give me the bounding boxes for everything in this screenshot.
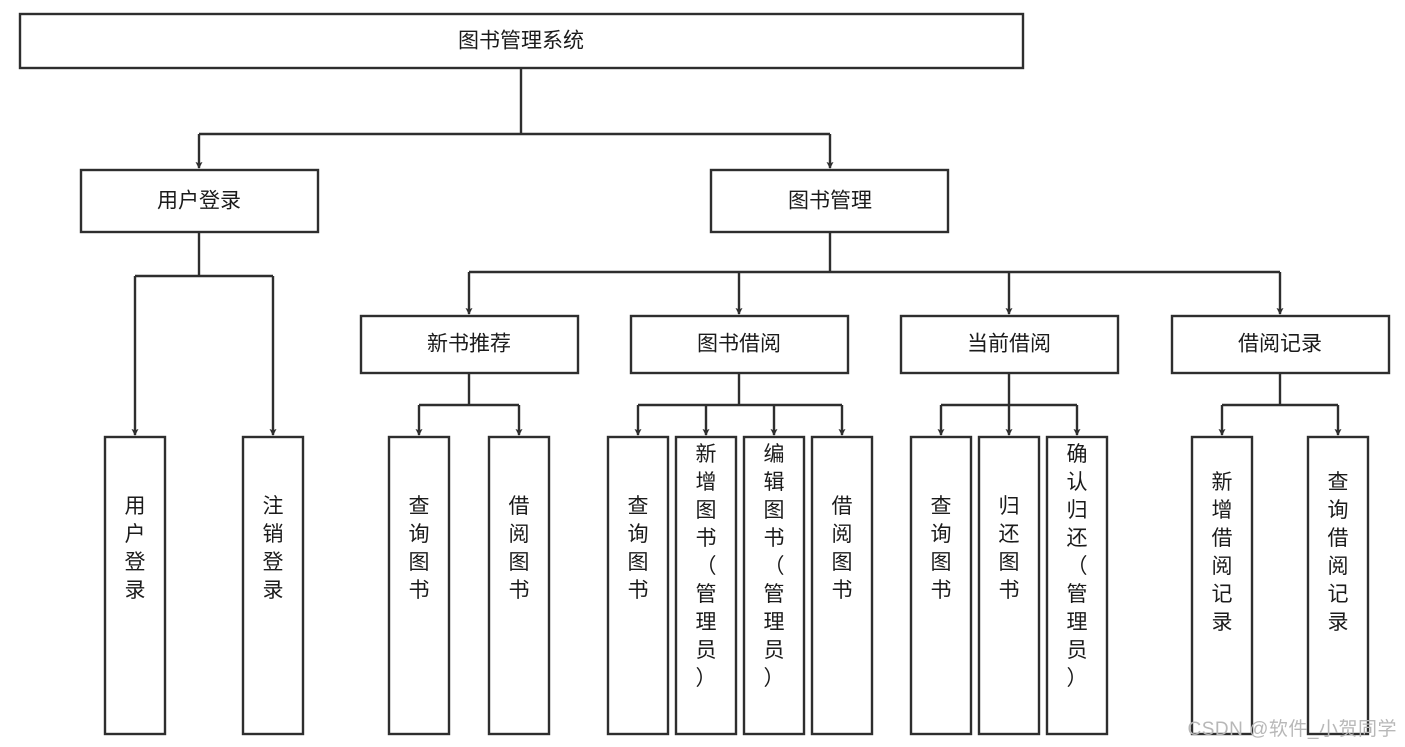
node-leaf-add-record-box[interactable] — [1190, 435, 1254, 736]
node-leaf-user-login-label: 用户登录 — [125, 495, 146, 602]
node-leaf-add-record-label: 新增借阅记录 — [1212, 471, 1233, 634]
node-leaf-query-book-2-label: 查询图书 — [628, 495, 649, 602]
node-leaf-borrow-book-1-box[interactable] — [487, 435, 551, 736]
node-leaf-return-book[interactable]: 归还图书 — [977, 435, 1041, 736]
node-new-book-rec-label: 新书推荐 — [427, 333, 511, 356]
node-leaf-add-book[interactable]: 新增图书（管理员） — [674, 435, 738, 736]
node-leaf-query-record[interactable]: 查询借阅记录 — [1306, 435, 1370, 736]
node-current-borrow[interactable]: 当前借阅 — [899, 314, 1120, 375]
node-current-borrow-label: 当前借阅 — [967, 333, 1051, 356]
node-leaf-query-book-3[interactable]: 查询图书 — [909, 435, 973, 736]
node-leaf-query-record-label: 查询借阅记录 — [1328, 471, 1349, 634]
node-leaf-query-book-1-box[interactable] — [387, 435, 451, 736]
node-leaf-query-record-box[interactable] — [1306, 435, 1370, 736]
node-user-login[interactable]: 用户登录 — [79, 168, 320, 234]
node-leaf-borrow-book-2-box[interactable] — [810, 435, 874, 736]
connectors-layer — [131, 68, 1342, 436]
node-leaf-add-record[interactable]: 新增借阅记录 — [1190, 435, 1254, 736]
node-leaf-borrow-book-2[interactable]: 借阅图书 — [810, 435, 874, 736]
node-book-manage-box[interactable] — [709, 168, 950, 234]
node-root-label: 图书管理系统 — [458, 30, 584, 53]
node-leaf-query-book-2[interactable]: 查询图书 — [606, 435, 670, 736]
node-leaf-edit-book[interactable]: 编辑图书（管理员） — [742, 435, 806, 736]
node-leaf-logout[interactable]: 注销登录 — [241, 435, 305, 736]
node-leaf-confirm-return-label: 确认归还（管理员） — [1067, 443, 1088, 690]
node-book-borrow[interactable]: 图书借阅 — [629, 314, 850, 375]
node-book-borrow-label: 图书借阅 — [697, 333, 781, 356]
node-leaf-user-login-box[interactable] — [103, 435, 167, 736]
node-leaf-logout-box[interactable] — [241, 435, 305, 736]
node-book-borrow-box[interactable] — [629, 314, 850, 375]
node-leaf-borrow-book-1[interactable]: 借阅图书 — [487, 435, 551, 736]
node-leaf-edit-book-label: 编辑图书（管理员） — [764, 443, 785, 690]
node-leaf-edit-book-box[interactable] — [742, 435, 806, 736]
node-leaf-return-book-label: 归还图书 — [999, 495, 1020, 602]
node-leaf-logout-label: 注销登录 — [263, 495, 284, 602]
node-leaf-query-book-1-label: 查询图书 — [409, 495, 430, 602]
node-root-box[interactable] — [18, 12, 1025, 70]
node-leaf-query-book-1[interactable]: 查询图书 — [387, 435, 451, 736]
node-root[interactable]: 图书管理系统 — [18, 12, 1025, 70]
node-borrow-record[interactable]: 借阅记录 — [1170, 314, 1391, 375]
node-leaf-user-login[interactable]: 用户登录 — [103, 435, 167, 736]
watermark: CSDN @软件_小贺同学 — [1187, 719, 1397, 740]
node-user-login-box[interactable] — [79, 168, 320, 234]
node-current-borrow-box[interactable] — [899, 314, 1120, 375]
node-leaf-query-book-3-box[interactable] — [909, 435, 973, 736]
node-new-book-rec-box[interactable] — [359, 314, 580, 375]
node-user-login-label: 用户登录 — [157, 190, 241, 213]
node-book-manage-label: 图书管理 — [788, 190, 872, 213]
node-leaf-query-book-2-box[interactable] — [606, 435, 670, 736]
node-leaf-confirm-return-box[interactable] — [1045, 435, 1109, 736]
node-borrow-record-box[interactable] — [1170, 314, 1391, 375]
node-leaf-add-book-box[interactable] — [674, 435, 738, 736]
node-borrow-record-label: 借阅记录 — [1238, 333, 1322, 356]
node-leaf-return-book-box[interactable] — [977, 435, 1041, 736]
node-new-book-rec[interactable]: 新书推荐 — [359, 314, 580, 375]
node-leaf-borrow-book-2-label: 借阅图书 — [832, 495, 853, 602]
node-leaf-add-book-label: 新增图书（管理员） — [696, 443, 717, 690]
node-leaf-borrow-book-1-label: 借阅图书 — [509, 495, 530, 602]
node-leaf-confirm-return[interactable]: 确认归还（管理员） — [1045, 435, 1109, 736]
node-leaf-query-book-3-label: 查询图书 — [931, 495, 952, 602]
node-book-manage[interactable]: 图书管理 — [709, 168, 950, 234]
